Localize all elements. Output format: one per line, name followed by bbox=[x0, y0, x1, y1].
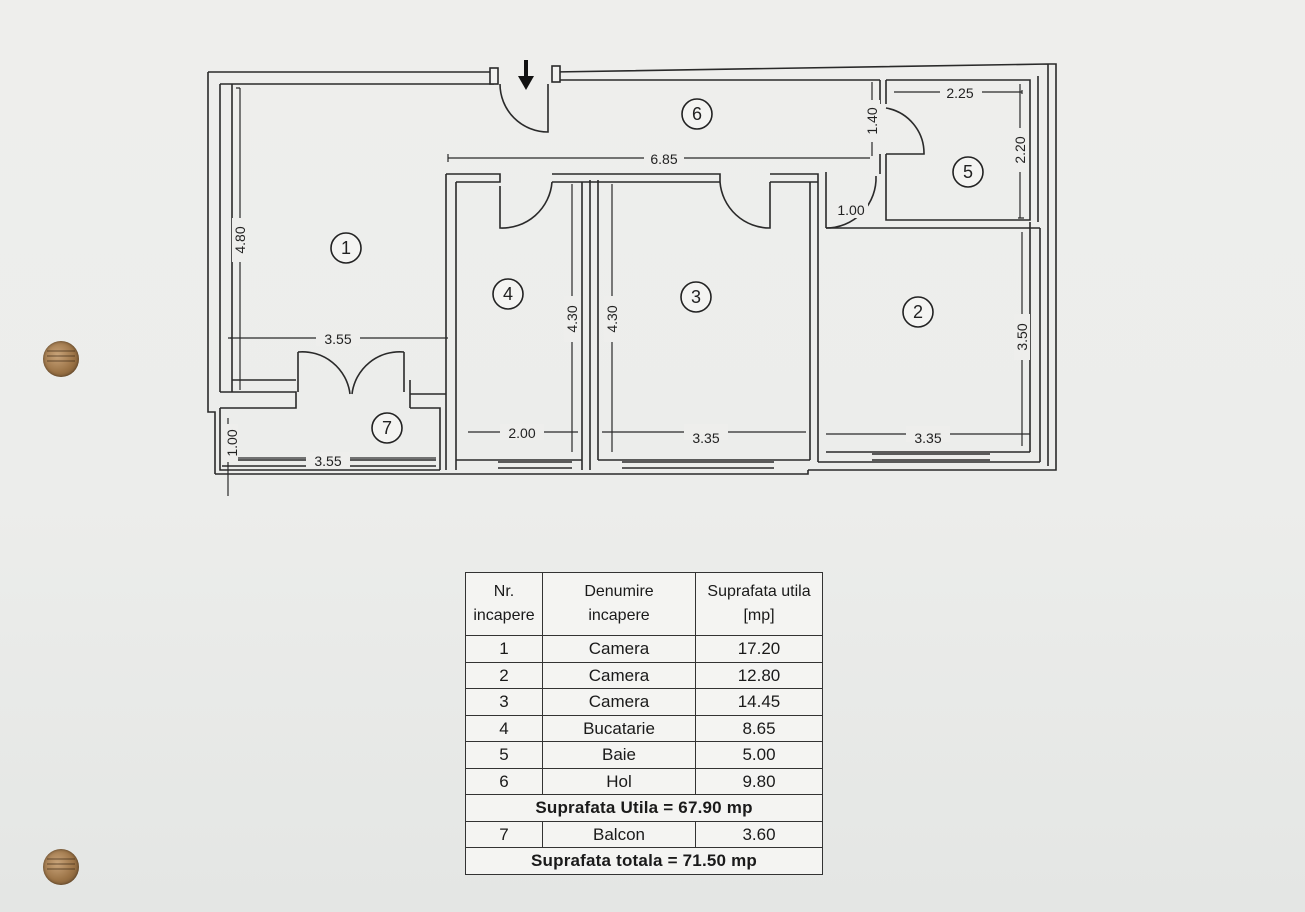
room-number-1: 1 bbox=[341, 238, 351, 258]
cell-area: 3.60 bbox=[695, 820, 823, 848]
cell-area: 9.80 bbox=[695, 767, 823, 795]
header-area-line1: Suprafata utila bbox=[707, 583, 811, 600]
room3-walls bbox=[598, 182, 811, 461]
total-text: Suprafata totala = 71.50 mp bbox=[465, 847, 823, 875]
room-number-2: 2 bbox=[913, 302, 923, 322]
cell-nr: 7 bbox=[465, 820, 543, 848]
cell-name: Camera bbox=[542, 661, 696, 689]
header-area-line2: [mp] bbox=[743, 607, 775, 624]
table-row: 5 Baie 5.00 bbox=[465, 741, 823, 769]
table-row: 2 Camera 12.80 bbox=[465, 661, 823, 689]
dim-room1-height: 4.80 bbox=[232, 226, 248, 253]
cell-nr: 4 bbox=[465, 714, 543, 742]
header-nr-line2: incapere bbox=[473, 607, 535, 624]
cell-area: 12.80 bbox=[695, 661, 823, 689]
dim-room2-width: 3.35 bbox=[914, 430, 941, 446]
cell-area: 17.20 bbox=[695, 635, 823, 663]
dim-room1-width: 3.55 bbox=[324, 331, 351, 347]
cell-area: 5.00 bbox=[695, 741, 823, 769]
header-name: Denumire incapere bbox=[542, 572, 696, 636]
binder-hole-top bbox=[43, 341, 79, 377]
bathroom-walls bbox=[879, 76, 1039, 222]
room-number-3: 3 bbox=[691, 287, 701, 307]
dim-hall-length: 6.85 bbox=[650, 151, 677, 167]
cell-name: Hol bbox=[542, 767, 696, 795]
room2-walls bbox=[818, 222, 1041, 463]
subtotal-text: Suprafata Utila = 67.90 mp bbox=[465, 794, 823, 822]
door-balcony bbox=[297, 351, 405, 395]
dim-bath-height: 2.20 bbox=[1012, 136, 1028, 163]
dim-room2-height: 3.50 bbox=[1014, 323, 1030, 350]
dim-bath-width: 2.25 bbox=[946, 85, 973, 101]
header-nr-line1: Nr. bbox=[493, 583, 515, 600]
arrow-down-icon bbox=[518, 60, 534, 90]
dim-room4-width: 2.00 bbox=[508, 425, 535, 441]
cell-area: 14.45 bbox=[695, 688, 823, 716]
room-number-5: 5 bbox=[963, 162, 973, 182]
table-header-row: Nr. incapere Denumire incapere Suprafata… bbox=[465, 572, 823, 636]
table-row: 3 Camera 14.45 bbox=[465, 688, 823, 716]
door-kitchen bbox=[499, 181, 553, 229]
binder-hole-bottom bbox=[43, 849, 79, 885]
table-row: 6 Hol 9.80 bbox=[465, 767, 823, 795]
room-number-7: 7 bbox=[382, 418, 392, 438]
dim-room3-width: 3.35 bbox=[692, 430, 719, 446]
header-nr: Nr. incapere bbox=[465, 572, 543, 636]
area-table: Nr. incapere Denumire incapere Suprafata… bbox=[465, 572, 823, 875]
door-room3 bbox=[719, 181, 771, 229]
cell-area: 8.65 bbox=[695, 714, 823, 742]
cell-nr: 1 bbox=[465, 635, 543, 663]
room-number-4: 4 bbox=[503, 284, 513, 304]
header-name-line2: incapere bbox=[588, 607, 650, 624]
dim-bath-door: 1.00 bbox=[837, 202, 864, 218]
room1-walls bbox=[219, 379, 446, 471]
table-row: 4 Bucatarie 8.65 bbox=[465, 714, 823, 742]
header-area: Suprafata utila [mp] bbox=[695, 572, 823, 636]
cell-nr: 6 bbox=[465, 767, 543, 795]
cell-name: Camera bbox=[542, 635, 696, 663]
door-entrance bbox=[499, 83, 549, 133]
kitchen-walls bbox=[445, 174, 599, 470]
table-row: 7 Balcon 3.60 bbox=[465, 820, 823, 848]
table-row: 1 Camera 17.20 bbox=[465, 635, 823, 663]
dim-room4-height: 4.30 bbox=[564, 305, 580, 332]
outer-wall bbox=[207, 63, 1057, 475]
total-row: Suprafata totala = 71.50 mp bbox=[465, 847, 823, 875]
cell-name: Bucatarie bbox=[542, 714, 696, 742]
floor-plan: 1 2 3 4 5 6 7 6.85 2.25 2.20 1.40 1.00 4… bbox=[207, 60, 1057, 496]
room-number-6: 6 bbox=[692, 104, 702, 124]
cell-nr: 3 bbox=[465, 688, 543, 716]
dim-hall-door: 1.40 bbox=[864, 107, 880, 134]
dim-balcony-height: 1.00 bbox=[224, 429, 240, 456]
subtotal-row: Suprafata Utila = 67.90 mp bbox=[465, 794, 823, 822]
cell-name: Camera bbox=[542, 688, 696, 716]
dim-room3-height: 4.30 bbox=[604, 305, 620, 332]
header-name-line1: Denumire bbox=[584, 583, 654, 600]
cell-name: Balcon bbox=[542, 820, 696, 848]
dim-balcony-width: 3.55 bbox=[314, 453, 341, 469]
cell-nr: 5 bbox=[465, 741, 543, 769]
cell-nr: 2 bbox=[465, 661, 543, 689]
door-bathroom bbox=[885, 107, 925, 155]
hall-wall bbox=[446, 172, 1040, 462]
cell-name: Baie bbox=[542, 741, 696, 769]
